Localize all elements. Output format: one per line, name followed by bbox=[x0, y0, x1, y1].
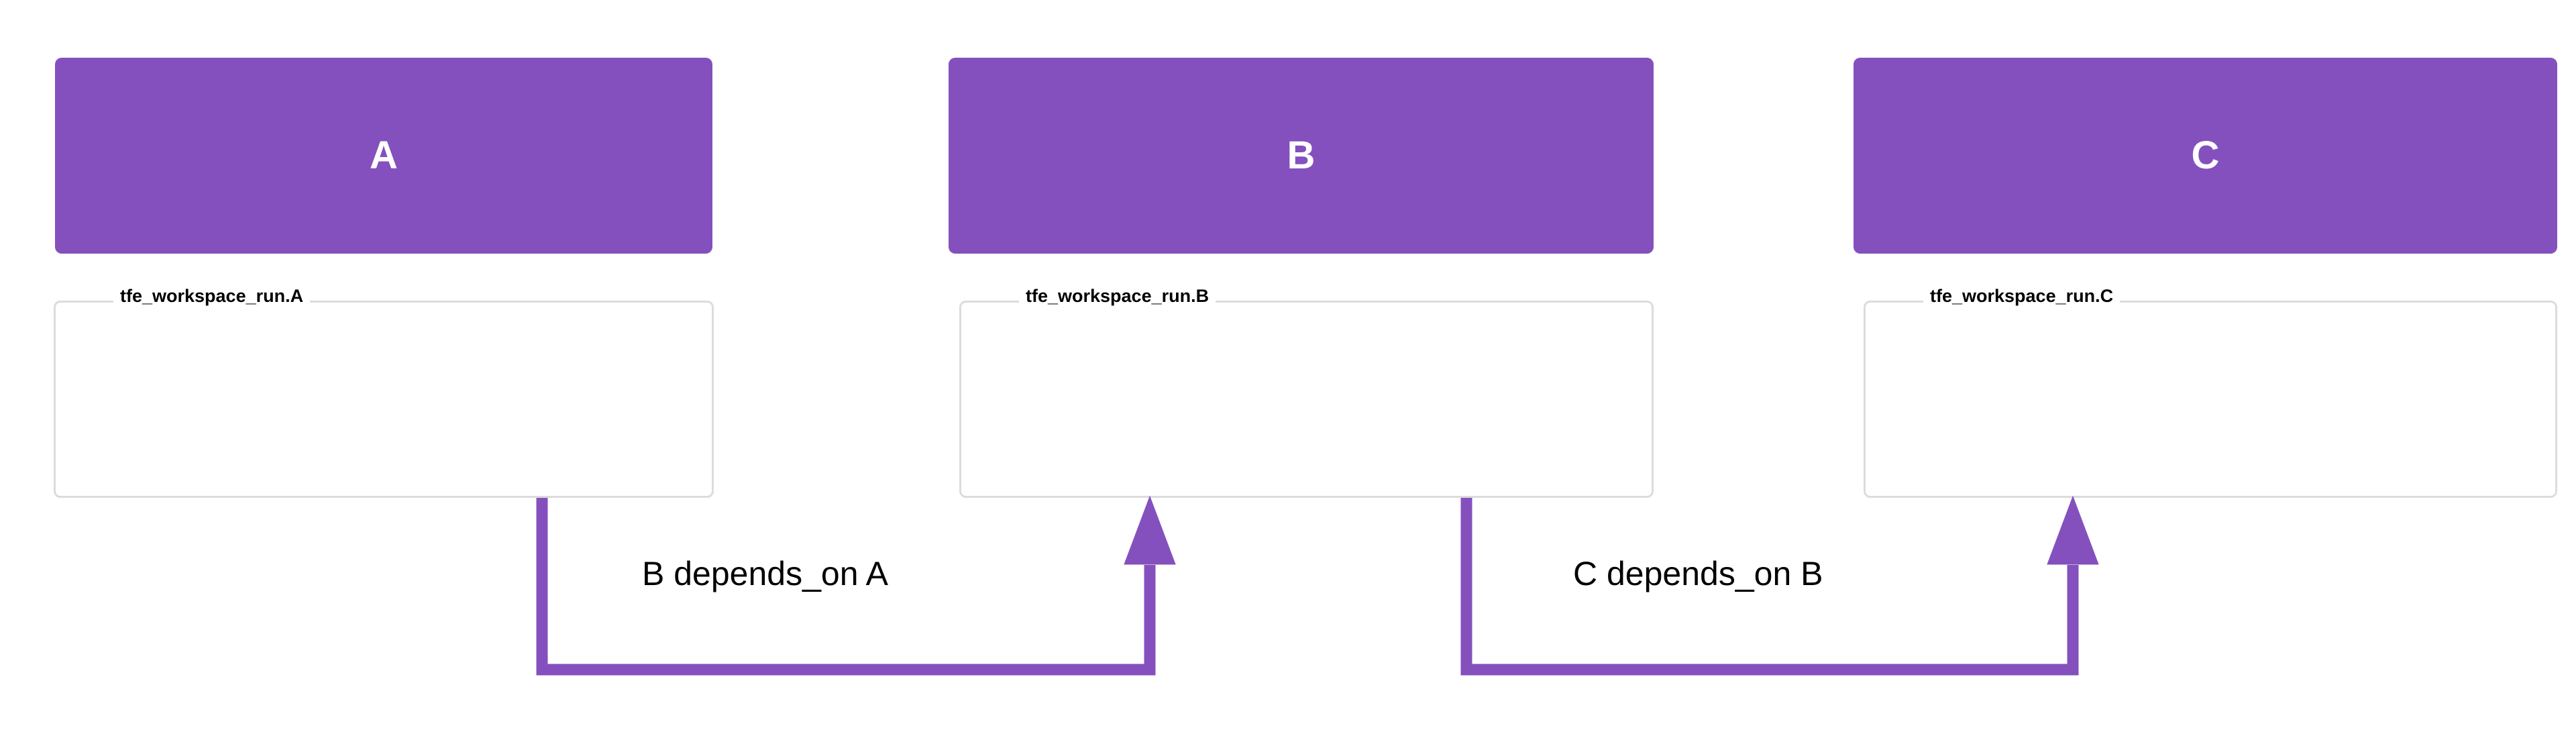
cluster-c-label: tfe_workspace_run.C bbox=[1923, 287, 2121, 305]
edge-1-arrowhead-icon bbox=[1124, 495, 1176, 565]
node-c-label: C bbox=[2191, 134, 2220, 177]
node-b-label: B bbox=[1287, 134, 1316, 177]
edge-b-depends-on-a-label: B depends_on A bbox=[642, 555, 888, 592]
edge-2-arrowhead-icon bbox=[2047, 495, 2099, 565]
node-a-label: A bbox=[370, 134, 398, 177]
cluster-b-label: tfe_workspace_run.B bbox=[1019, 287, 1216, 305]
node-c[interactable]: C bbox=[1854, 58, 2557, 254]
node-b[interactable]: B bbox=[949, 58, 1654, 254]
cluster-tfe-workspace-run-a[interactable]: tfe_workspace_run.A bbox=[54, 287, 714, 498]
node-a[interactable]: A bbox=[55, 58, 712, 254]
cluster-tfe-workspace-run-c[interactable]: tfe_workspace_run.C bbox=[1864, 287, 2557, 498]
cluster-a-label: tfe_workspace_run.A bbox=[113, 287, 311, 305]
edge-c-depends-on-b-label: C depends_on B bbox=[1573, 555, 1823, 592]
cluster-tfe-workspace-run-b[interactable]: tfe_workspace_run.B bbox=[959, 287, 1654, 498]
